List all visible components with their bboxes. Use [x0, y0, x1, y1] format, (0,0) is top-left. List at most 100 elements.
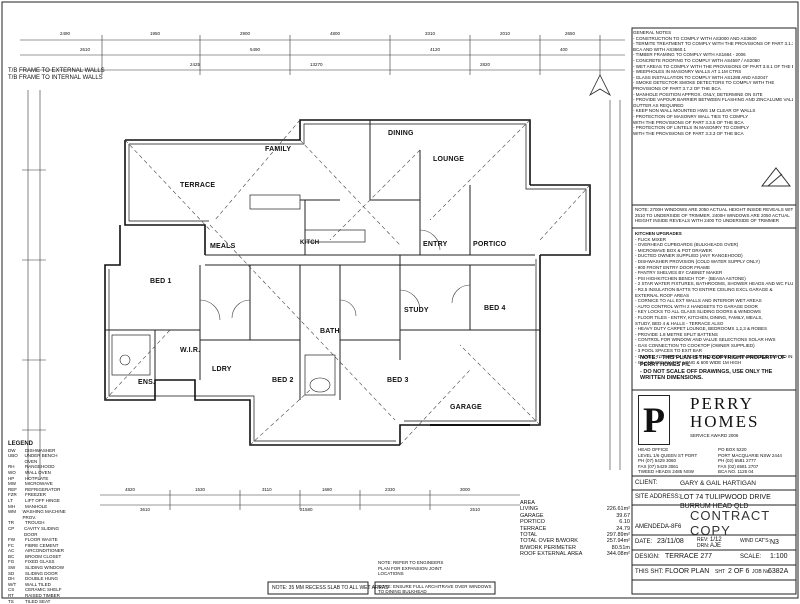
dim-label: 3310 — [425, 31, 436, 36]
amended-label: AMENDED: — [635, 524, 667, 530]
legend-desc: DISHWASHER — [25, 447, 56, 453]
legend-abbr: REF — [8, 486, 17, 492]
sht-no-label: SHT — [715, 569, 725, 575]
area-value: 24.79 — [616, 525, 630, 532]
company-logo: P — [638, 395, 670, 445]
office-line: TWEED HEADS 2485 NSW — [638, 469, 695, 475]
note-line: BCA AND WITH AS3660.1 — [633, 46, 687, 52]
design-label: DESIGN: — [635, 554, 660, 560]
note-line: - GAS CONNECTION TO COOKTOP (OWNER SUPPL… — [635, 342, 755, 348]
note-line: - KEY LOCKS TO ALL GLASS SLIDING DOORS &… — [635, 309, 761, 315]
legend-abbr: FC — [8, 542, 14, 548]
legend-desc: TILED SEAT — [25, 598, 51, 604]
legend-desc: CERAMIC SHELF — [25, 587, 62, 593]
legend-abbr: RT — [8, 593, 14, 599]
sheet-value: FLOOR PLAN — [665, 568, 710, 575]
legend-abbr: MW — [8, 481, 16, 487]
dim-label: 13270 — [310, 62, 323, 67]
office-line: PH (02) 6581 2777 — [718, 458, 757, 464]
rev-label: REV: — [697, 537, 709, 543]
date-label: DATE: — [635, 539, 653, 545]
dim-label: 4120 — [430, 47, 441, 52]
note-line: WRITTEN DIMENSIONS. — [640, 375, 703, 382]
room-label-entry: ENTRY — [423, 241, 448, 248]
contract-stamp: CONTRACT COPY — [690, 508, 770, 538]
branch-office: PO BOX 5220 PORT MACQUARIE NSW 2444 PH (… — [718, 447, 794, 475]
legend-item: TR TROUGH — [8, 520, 70, 526]
note-line: - ISLAND BENCH TOP LONG & 600 WIDE 1M HI… — [635, 359, 742, 365]
office-line: LEVEL 1/6 QUEEN ST PORT — [638, 452, 698, 458]
note-line: EXTERNAL ROOF AREAS — [635, 292, 690, 298]
legend-abbr: WM — [8, 509, 16, 515]
dim-label: 1680 — [322, 487, 333, 492]
note-line: - FLOOR TILES - ENTRY, KITCHEN, DINING, … — [635, 314, 763, 320]
room-label-kitch: KITCH — [300, 240, 320, 246]
note-line: - FLICK MIXER — [635, 236, 667, 242]
note-line: - 3 POOL SPACES TO EXIT BAR — [635, 348, 703, 354]
legend-abbr: HP — [8, 475, 15, 481]
area-value: 226.61m² — [606, 506, 630, 513]
company-name-line: PERRY — [690, 394, 754, 413]
kitchen-upgrades: KITCHEN UPGRADES - FLICK MIXER - OVERHEA… — [635, 231, 793, 365]
note-line: - CONTROL FOR WINDOW AND VALUE SELECTION… — [635, 337, 776, 343]
legend-desc: RANGEHOOD — [25, 464, 55, 470]
note-line: - WEEPHOLES IN MASONRY WALLS AT 1.1M CTR… — [633, 69, 742, 75]
office-line: HEAD OFFICE — [638, 447, 669, 452]
legend-abbr: CP — [8, 525, 15, 531]
note-line: - 900 FRONT ENTRY DOOR FRAME — [635, 264, 711, 270]
dim-label: 3610 — [140, 507, 151, 512]
note-line: - PROTECTION OF MASONRY WALL TIES TO COM… — [633, 113, 749, 119]
legend-abbr: TR — [8, 520, 14, 526]
legend-abbr: AC — [8, 548, 15, 554]
area-label: LIVING — [520, 506, 539, 513]
site-label: SITE ADDRESS: — [635, 494, 681, 500]
legend-abbr: RH — [8, 464, 15, 470]
dim-label: 1530 — [195, 487, 206, 492]
area-label: GARAGE — [520, 512, 544, 519]
dim-label: 2650 — [565, 31, 576, 36]
note-line: - DISHWASHER PROVISION (COLD WATER SUPPL… — [635, 258, 760, 264]
dim-label: 5490 — [250, 47, 261, 52]
legend-desc: SLIDING DOOR — [25, 570, 58, 576]
legend-desc: TROUGH — [25, 520, 45, 526]
note-line: - TERMITE TREATMENT TO COMPLY WITH THE P… — [633, 41, 793, 47]
office-line: BCA NO. 1125 04 — [718, 469, 754, 475]
legend-abbr: FZR — [8, 492, 17, 498]
legend-title: LEGEND — [8, 441, 34, 447]
legend-desc: MANHOLE — [25, 503, 48, 509]
dim-label: 4820 — [125, 487, 136, 492]
legend-desc: BROOM CLOSET — [25, 553, 62, 559]
room-label-bath: BATH — [320, 328, 340, 335]
dim-label: 400 — [560, 47, 568, 52]
area-value: 6.10 — [619, 519, 630, 526]
room-label-terrace: TERRACE — [180, 182, 216, 189]
note-line: - AUTO CONTROL WITH 2 HANDSETS TO GARAGE… — [635, 303, 758, 309]
legend-desc: WALL TILED — [25, 581, 51, 587]
note-line: - OWNER TO SUPPLY KITCHEN COOKER & DISHW… — [635, 354, 793, 360]
note-line: - OVERHEAD CUPBOARDS (BULKHEADS OVER) — [635, 242, 739, 248]
date-value: 23/11/08 — [657, 538, 684, 545]
dim-label: 21580 — [300, 507, 313, 512]
window-note: NOTE: 2700H WINDOWS ARE 2050 ACTUAL HEIG… — [635, 207, 793, 224]
dim-label: 1950 — [150, 31, 161, 36]
note-line: - PSI HIGHKITCHEN BENCH TOP - (BEASA AST… — [635, 275, 746, 281]
room-label-bed4: BED 4 — [484, 305, 506, 312]
bottom-note: NOTE: ENSURE FULL ARCHITRAVE OVER WINDOW… — [378, 584, 492, 594]
site-value: BURRUM HEAD QLD — [680, 503, 749, 510]
note-line: - CORNICE TO ALL EXT WALLS AND INTERIOR … — [635, 298, 762, 304]
note-line: WITH THE PROVISIONS OF PART 3.3.5 OF THE… — [633, 119, 744, 125]
legend-abbr: FG — [8, 559, 15, 565]
